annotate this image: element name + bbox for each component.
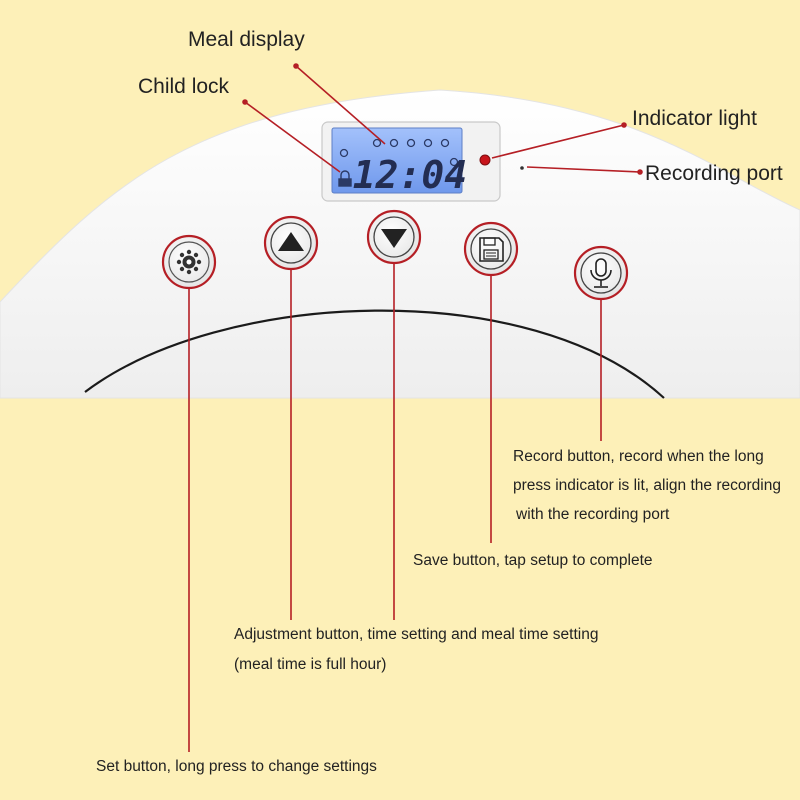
set-button[interactable] <box>161 234 217 290</box>
floppy-disk-icon <box>479 237 504 262</box>
gear-icon <box>176 249 202 275</box>
set-description: Set button, long press to change setting… <box>96 758 377 775</box>
indicator-light-label: Indicator light <box>632 107 757 130</box>
meal-display-label: Meal display <box>188 28 305 51</box>
callout-pointers <box>242 63 643 175</box>
triangle-down-icon <box>381 229 407 248</box>
lcd-screen <box>331 127 463 194</box>
leader-lines <box>188 264 602 752</box>
child-lock-icon <box>338 170 352 187</box>
indicator-light <box>479 154 491 166</box>
record-description-line3: with the recording port <box>516 506 670 523</box>
recording-port <box>520 166 524 170</box>
record-description-line2: press indicator is lit, align the record… <box>513 477 781 494</box>
adjust-description-line2: (meal time is full hour) <box>234 656 387 673</box>
save-description: Save button, tap setup to complete <box>413 552 653 569</box>
microphone-icon <box>590 258 612 288</box>
child-lock-label: Child lock <box>138 75 230 98</box>
record-button[interactable] <box>573 245 629 301</box>
up-button[interactable] <box>263 215 319 271</box>
save-button[interactable] <box>463 221 519 277</box>
adjust-description-line1: Adjustment button, time setting and meal… <box>234 626 599 643</box>
lid-outline <box>84 309 665 399</box>
down-button[interactable] <box>366 209 422 265</box>
meal-indicator-icons <box>339 138 459 167</box>
triangle-up-icon <box>278 232 304 251</box>
lcd-time: 12:04 <box>353 153 467 197</box>
record-description-line1: Record button, record when the long <box>513 448 764 465</box>
recording-port-label: Recording port <box>645 162 783 185</box>
